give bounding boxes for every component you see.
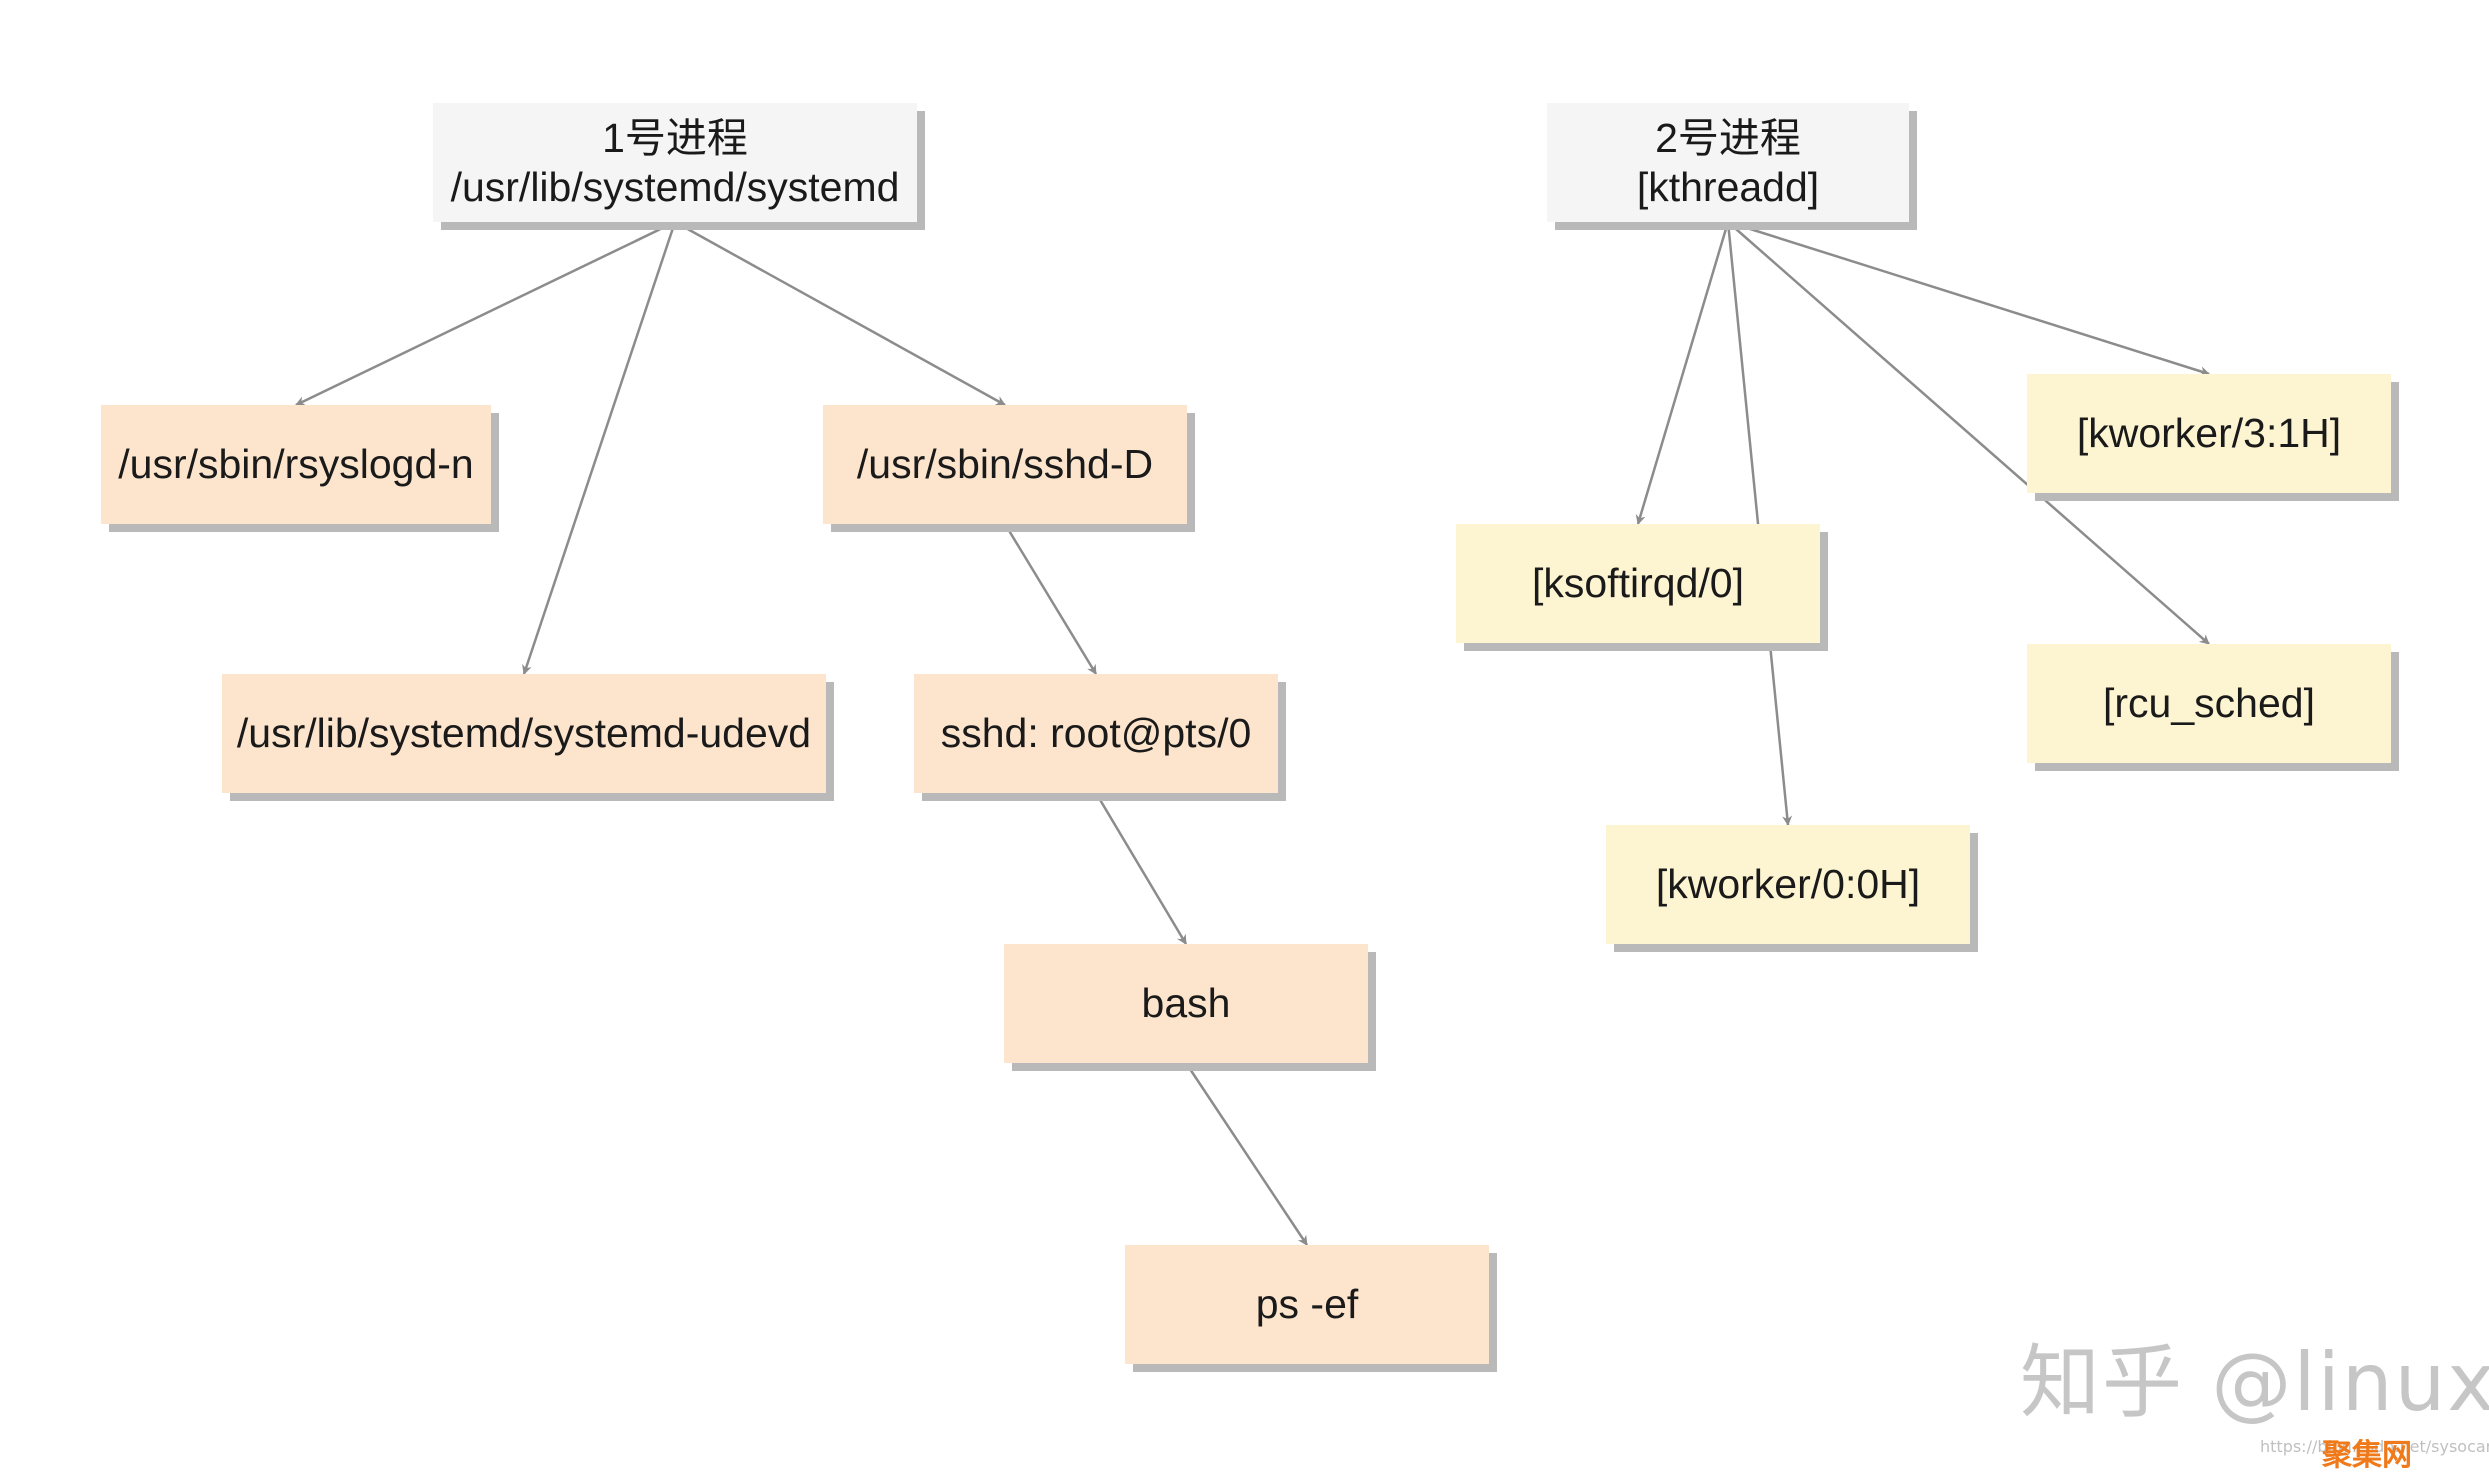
node-ksoftirqd: [ksoftirqd/0] [1456, 524, 1820, 643]
edge-sshd_pts-to-bash [1094, 792, 1188, 945]
watermark-url: https://blog.csdn.net/sysocarly [2260, 1437, 2489, 1456]
node-kworker-0-0h: [kworker/0:0H] [1606, 825, 1970, 944]
node-bash: bash [1004, 944, 1368, 1063]
node-line: /usr/lib/systemd/systemd [450, 163, 900, 210]
node-line: [kthreadd] [1636, 163, 1820, 210]
node-systemd-udevd: /usr/lib/systemd/systemd-udevd [222, 674, 826, 793]
node-label: [kworker/3:1H] [2076, 410, 2342, 456]
node-sshd-pts: sshd: root@pts/0 [914, 674, 1278, 793]
node-kworker-3-1h: [kworker/3:1H] [2027, 374, 2391, 493]
node-pid2-kthreadd: 2号进程 [kthreadd] [1547, 103, 1909, 222]
node-line: 1号进程 [602, 114, 748, 161]
node-label: [kworker/0:0H] [1655, 861, 1921, 907]
edge-p1-to-sshd [674, 220, 1006, 407]
watermark-badge: 聚集网 [2322, 1438, 2412, 1473]
edge-p2-to-ksoftirqd [1635, 221, 1730, 525]
node-sshd: /usr/sbin/sshd-D [823, 405, 1187, 524]
edge-p1-to-rsyslogd [295, 220, 676, 407]
node-label: ps -ef [1255, 1281, 1359, 1327]
node-line: 2号进程 [1655, 114, 1801, 161]
node-rsyslogd: /usr/sbin/rsyslogd-n [101, 405, 491, 524]
edge-p1-to-udevd [522, 221, 677, 675]
edge-sshd-to-sshd_pts [1003, 523, 1098, 675]
edge-p2-to-kworker00 [1726, 221, 1793, 826]
node-label: /usr/sbin/sshd-D [856, 441, 1154, 487]
node-ps-ef: ps -ef [1125, 1245, 1489, 1364]
node-label: /usr/sbin/rsyslogd-n [118, 441, 474, 487]
node-label: bash [1141, 980, 1231, 1026]
edge-p2-to-rcu [1727, 221, 2210, 645]
node-label: [rcu_sched] [2103, 680, 2315, 726]
node-label: /usr/lib/systemd/systemd-udevd [236, 710, 812, 756]
watermark-zhihu: 知乎 @linux [2020, 1336, 2489, 1429]
edge-bash-to-ps [1184, 1062, 1309, 1246]
node-label: sshd: root@pts/0 [940, 710, 1252, 756]
node-pid1-systemd: 1号进程 /usr/lib/systemd/systemd [433, 103, 917, 222]
node-label: [ksoftirqd/0] [1532, 560, 1744, 606]
node-rcu-sched: [rcu_sched] [2027, 644, 2391, 763]
edge-p2-to-kworker31 [1727, 220, 2210, 377]
